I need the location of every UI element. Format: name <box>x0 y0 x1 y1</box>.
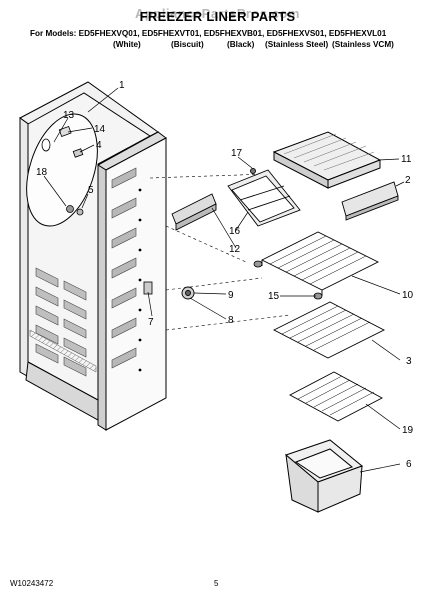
callout-14: 14 <box>94 124 106 135</box>
color-black: (Black) <box>227 40 255 49</box>
callout-1: 1 <box>119 80 125 91</box>
callout-7: 7 <box>148 317 154 328</box>
models-line: For Models: ED5FHEXVQ01, ED5FHEXVT01, ED… <box>30 29 387 38</box>
part-19-wire-shelf <box>289 371 383 422</box>
document-number: W10243472 <box>10 579 54 588</box>
callout-5: 5 <box>88 185 94 196</box>
callout-8: 8 <box>228 315 234 326</box>
part-10-wire-shelf <box>260 231 380 296</box>
part-16-17-support <box>227 168 301 227</box>
callout-3: 3 <box>406 356 412 367</box>
part-6-bin <box>285 439 364 513</box>
color-biscuit: (Biscuit) <box>171 40 204 49</box>
color-stainless-vcm: (Stainless VCM) <box>332 40 394 49</box>
callout-17: 17 <box>231 148 243 159</box>
callout-4: 4 <box>96 140 102 151</box>
leader-lines <box>43 87 405 473</box>
dashed-guides <box>149 173 291 331</box>
callout-labels: 1 13 14 4 18 5 17 11 2 16 12 10 15 9 8 7… <box>36 80 414 470</box>
callout-16: 16 <box>229 226 241 237</box>
callout-6: 6 <box>406 459 412 470</box>
part-12-guide <box>171 193 217 231</box>
diagram-title: FREEZER LINER PARTS <box>139 9 296 24</box>
watermark-text: AppliancePartsPros.com <box>135 6 300 21</box>
callout-15: 15 <box>268 291 280 302</box>
callout-12: 12 <box>229 244 241 255</box>
callout-9: 9 <box>228 290 234 301</box>
part-11-shelf <box>272 131 382 189</box>
part-3-wire-shelf <box>273 301 385 359</box>
freezer-liner <box>19 81 167 431</box>
part-2-trim <box>341 181 399 221</box>
part-15-clips <box>253 260 323 300</box>
color-white: (White) <box>113 40 141 49</box>
color-stainless-steel: (Stainless Steel) <box>265 40 329 49</box>
callout-10: 10 <box>402 290 414 301</box>
part-9-8-hardware <box>181 286 195 300</box>
callout-18: 18 <box>36 167 48 178</box>
callout-11: 11 <box>401 154 412 165</box>
callout-2: 2 <box>405 175 411 186</box>
callout-19: 19 <box>402 425 414 436</box>
callout-13: 13 <box>63 110 75 121</box>
page-number: 5 <box>214 579 219 588</box>
